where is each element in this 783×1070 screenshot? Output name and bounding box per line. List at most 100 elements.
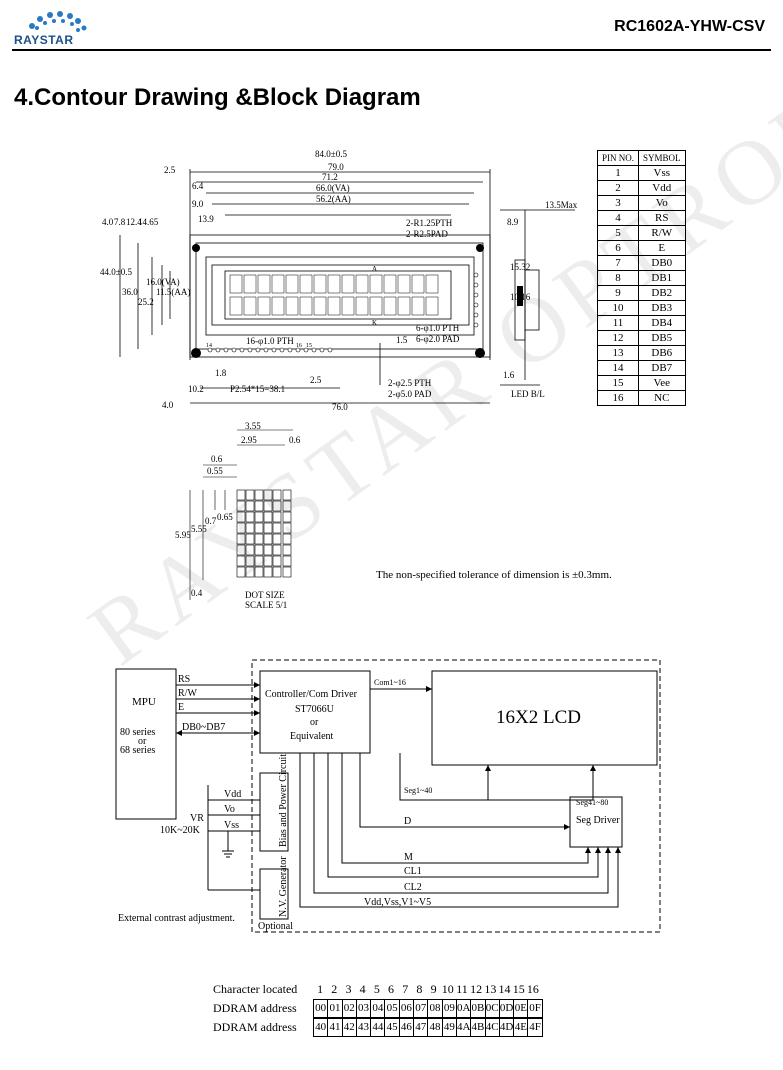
dim-label: 66.0(VA) [316,183,350,193]
dim-label: 11.5(AA) [156,287,190,297]
side-view: 8.9 13.5Max 1.6 LED B/L [500,200,578,399]
dim-label: 6-φ2.0 PAD [416,334,460,344]
raystar-logo [29,11,87,32]
logo-text: RAYSTAR [14,33,74,47]
dim-label: 2-R1.25PTH [406,218,453,228]
svg-text:Vo: Vo [224,804,235,815]
svg-text:E: E [178,702,184,713]
svg-text:Vdd: Vdd [224,789,241,800]
svg-text:Com1~16: Com1~16 [374,678,406,687]
dot-size-label: DOT SIZE [245,590,285,600]
page-title: 4.Contour Drawing &Block Diagram [14,84,421,111]
svg-text:R/W: R/W [178,688,197,699]
mpu-label: MPU [132,696,156,708]
dim-label: 4.0 [162,400,174,410]
dot-size-drawing: 3.55 2.95 0.6 0.6 0.55 5.95 5.55 0.7 0.6… [175,421,301,610]
dim-label: 15.32 [510,262,530,272]
svg-text:ST7066U: ST7066U [295,704,335,715]
svg-text:or: or [138,736,147,747]
model-number: RC1602A-YHW-CSV [614,18,765,35]
dim-label: 6-φ1.0 PTH [416,323,460,333]
dim-label: 16-φ1.0 PTH [246,336,294,346]
svg-text:or: or [310,717,319,728]
svg-text:Optional: Optional [258,921,293,932]
dim-label: 79.0 [328,162,344,172]
dim-label: 3.55 [245,421,261,431]
svg-text:VR: VR [190,813,204,824]
dim-label: 9.0 [192,199,204,209]
dim-label: 2-φ5.0 PAD [388,389,432,399]
dim-label: 5.55 [191,524,207,534]
svg-text:Seg1~40: Seg1~40 [404,786,432,795]
svg-text:CL1: CL1 [404,866,422,877]
dim-label: 1.8 [215,368,227,378]
dim-label: 0.7 [205,516,217,526]
dim-label: 84.0±0.5 [315,149,347,159]
svg-text:Seg41~80: Seg41~80 [576,798,608,807]
pin-label: 16 [296,343,302,349]
dim-label: 1.5 [396,335,408,345]
lcd-glass [517,286,523,306]
lcd-label: 16X2 LCD [496,707,581,728]
dim-label: 13.5Max [545,200,578,210]
svg-text:M: M [404,852,413,863]
svg-text:Vdd,Vss,V1~V5: Vdd,Vss,V1~V5 [364,897,431,908]
dim-label: 2.95 [241,435,257,445]
dim-label: 25.2 [138,297,154,307]
dim-label: 0.6 [211,454,223,464]
block-diagram: MPU 80 series or 68 series RS R/W E DB0~… [115,659,661,933]
header-rule [12,49,771,51]
dim-label: 76.0 [332,402,348,412]
dot-matrix [236,489,292,578]
dim-label: 4.0 [102,217,114,227]
dim-label: 44.0±0.5 [100,267,132,277]
nv-generator-label: N.V. Generator [278,856,289,917]
dim-label: 0.55 [207,466,223,476]
dim-label: 0.4 [191,588,203,598]
seg-driver-label: Seg Driver [576,815,620,826]
dim-label: 5.95 [175,530,191,540]
dim-label: 0.65 [217,512,233,522]
svg-text:DB0~DB7: DB0~DB7 [182,722,225,733]
tolerance-note: The non-specified tolerance of dimension… [376,569,612,581]
dim-label: 16.0(VA) [146,277,180,287]
svg-text:Controller/Com Driver: Controller/Com Driver [265,689,358,700]
symbol-header: SYMBOL [638,150,686,166]
dim-label: 56.2(AA) [316,194,351,204]
dim-label: 71.2 [322,172,338,182]
dim-label: 36.0 [122,287,138,297]
svg-text:RS: RS [178,674,190,685]
svg-text:10K~20K: 10K~20K [160,825,201,836]
svg-text:Vss: Vss [224,820,239,831]
scale-label: SCALE 5/1 [245,600,287,610]
external-contrast-note: External contrast adjustment. [118,913,235,924]
svg-text:D: D [404,816,411,827]
bias-circuit-label: Bias and Power Circuit [278,754,289,847]
dim-label: 8.9 [507,217,519,227]
dim-label: 1.6 [503,370,515,380]
svg-text:CL2: CL2 [404,882,422,893]
pin-label: 15 [306,343,312,349]
dim-label: 2.5 [164,165,176,175]
dim-label: 12.4 [126,217,142,227]
pin-label: A [372,265,377,273]
